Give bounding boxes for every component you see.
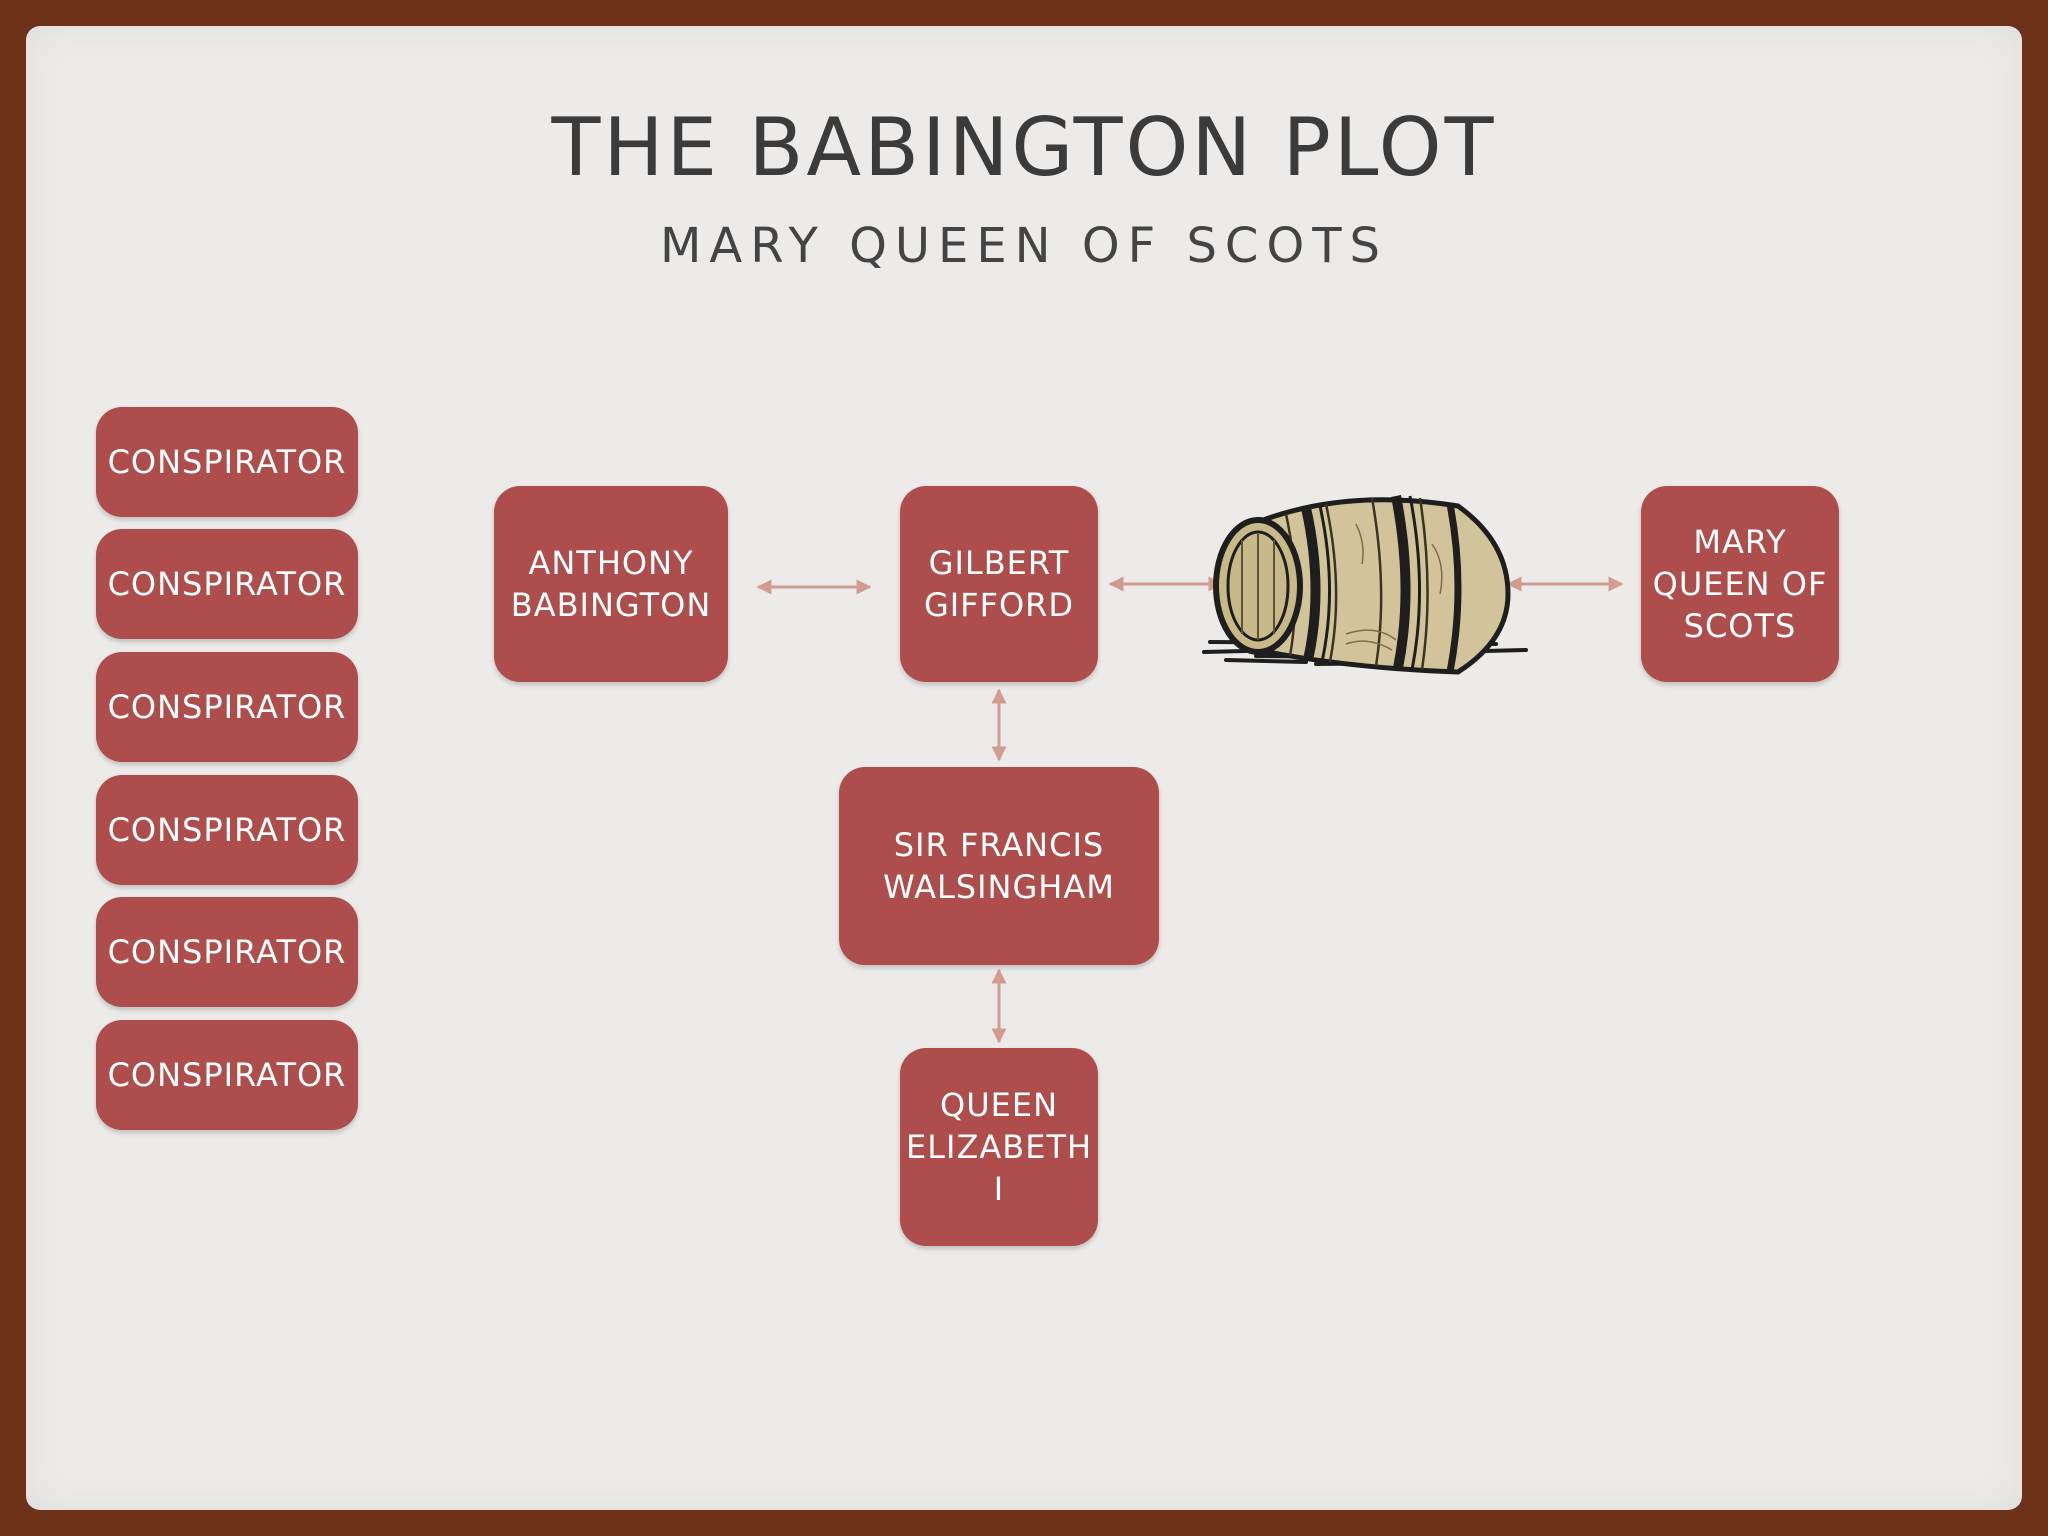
slide-subtitle: MARY QUEEN OF SCOTS bbox=[659, 218, 1389, 274]
gilbert-gifford-box: GILBERT GIFFORD bbox=[900, 486, 1098, 682]
beer-barrel-icon bbox=[1202, 495, 1528, 675]
conspirator-box-2: CONSPIRATOR bbox=[96, 529, 358, 639]
conspirator-box-5: CONSPIRATOR bbox=[96, 897, 358, 1007]
sir-francis-walsingham-box: SIR FRANCIS WALSINGHAM bbox=[839, 767, 1159, 965]
conspirator-box-6: CONSPIRATOR bbox=[96, 1020, 358, 1130]
slide-title: THE BABINGTON PLOT bbox=[551, 101, 1497, 194]
conspirator-box-3: CONSPIRATOR bbox=[96, 652, 358, 762]
anthony-babington-box: ANTHONY BABINGTON bbox=[494, 486, 728, 682]
mary-queen-of-scots-box: MARY QUEEN OF SCOTS bbox=[1641, 486, 1839, 682]
queen-elizabeth-box: QUEEN ELIZABETH I bbox=[900, 1048, 1098, 1246]
conspirator-box-1: CONSPIRATOR bbox=[96, 407, 358, 517]
conspirator-box-4: CONSPIRATOR bbox=[96, 775, 358, 885]
